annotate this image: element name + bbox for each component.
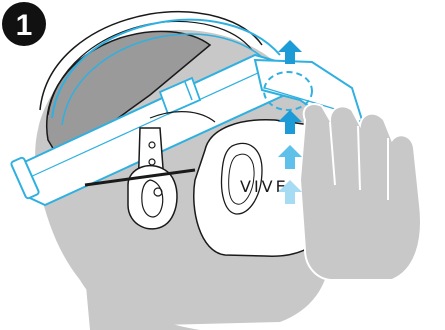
step-number: 1	[16, 9, 33, 42]
headset-brand-label: VIVE	[240, 177, 289, 196]
step-badge: 1	[2, 2, 46, 46]
hand	[300, 104, 421, 280]
hand-shape	[300, 104, 421, 280]
